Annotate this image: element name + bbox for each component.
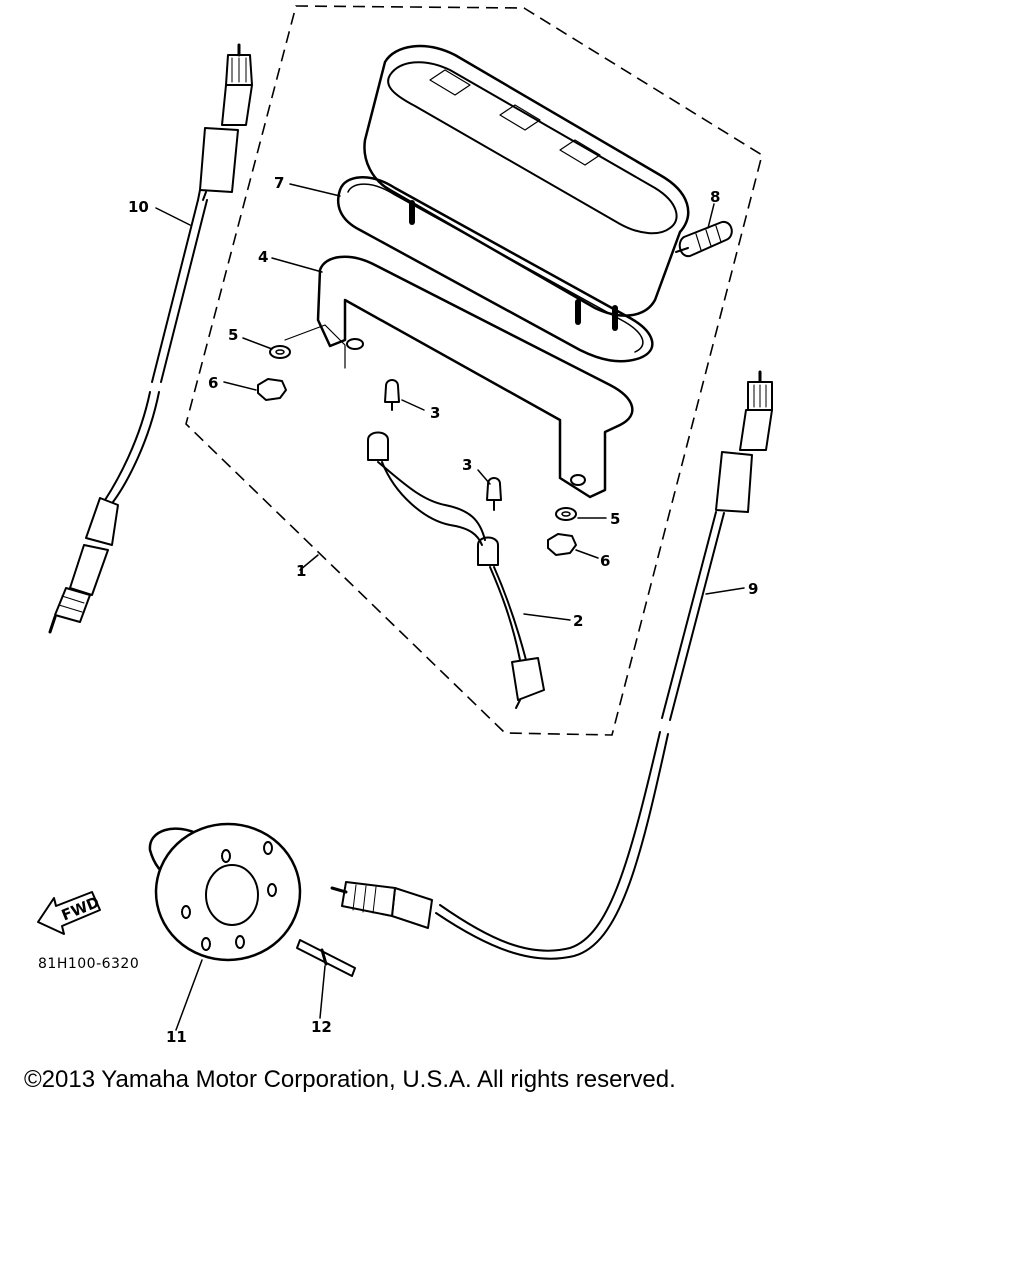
callout-6-right: 6 — [600, 552, 610, 570]
callout-2: 2 — [573, 612, 583, 630]
callout-1: 1 — [296, 562, 306, 580]
callout-3-lower: 3 — [462, 456, 472, 474]
callout-5-right: 5 — [610, 510, 620, 528]
forward-arrow-icon: FWD — [37, 891, 102, 935]
speedometer-cable-upper — [48, 43, 253, 634]
copyright-notice: ©2013 Yamaha Motor Corporation, U.S.A. A… — [24, 1066, 676, 1093]
callout-4: 4 — [258, 248, 268, 266]
callout-10: 10 — [128, 198, 149, 216]
callout-5-left: 5 — [228, 326, 238, 344]
reset-knob — [675, 220, 733, 258]
wiring-harness — [367, 431, 545, 709]
mounting-bracket — [284, 255, 634, 499]
bulb-upper — [384, 379, 400, 411]
gasket-ring — [336, 176, 654, 363]
callout-12: 12 — [311, 1018, 332, 1036]
callout-9: 9 — [748, 580, 758, 598]
callout-labels: 1 2 3 3 4 5 5 6 6 7 8 9 10 11 12 — [128, 174, 758, 1046]
speedometer-cable-lower — [330, 370, 773, 960]
drive-flange — [148, 822, 302, 962]
callout-3-upper: 3 — [430, 404, 440, 422]
leader-lines — [155, 183, 745, 1031]
callout-6-left: 6 — [208, 374, 218, 392]
nut-left — [257, 378, 287, 401]
nut-right — [547, 533, 577, 556]
assembly-boundary — [185, 5, 763, 736]
callout-8: 8 — [710, 188, 720, 206]
washer-left — [269, 345, 291, 359]
drive-pin — [296, 939, 356, 977]
meter-housing — [363, 44, 690, 331]
washer-right — [555, 507, 577, 521]
callout-7: 7 — [274, 174, 284, 192]
callout-11: 11 — [166, 1028, 187, 1046]
diagram-part-number: 81H100-6320 — [38, 956, 139, 972]
